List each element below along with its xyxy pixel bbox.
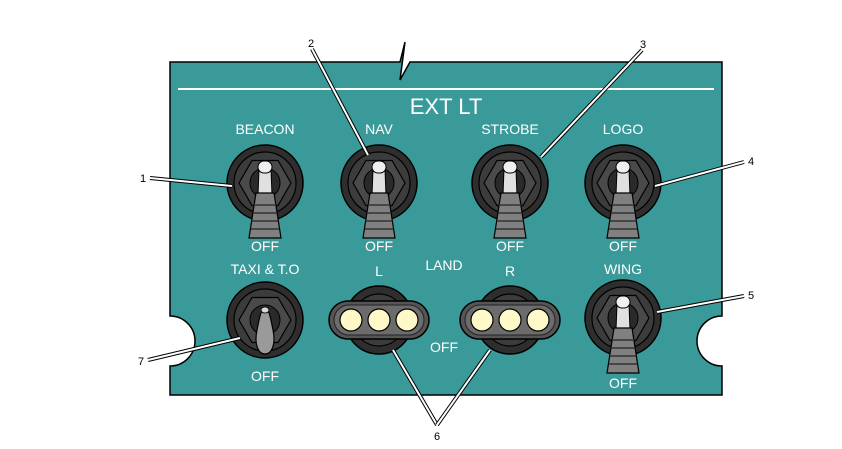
panel-body bbox=[169, 41, 723, 396]
leader-lines bbox=[147, 48, 745, 427]
taxi-switch[interactable] bbox=[226, 281, 304, 359]
logo-off-label: OFF bbox=[609, 238, 637, 254]
taxi-off-label: OFF bbox=[251, 368, 279, 384]
wing-label: WING bbox=[604, 261, 642, 277]
callout-2: 2 bbox=[308, 38, 314, 50]
land-off-label: OFF bbox=[430, 339, 458, 355]
panel-title: EXT LT bbox=[410, 94, 483, 119]
nav-off-label: OFF bbox=[365, 238, 393, 254]
callout-1: 1 bbox=[140, 173, 146, 185]
taxi-label: TAXI & T.O bbox=[231, 261, 300, 277]
strobe-off-label: OFF bbox=[496, 238, 524, 254]
beacon-label: BEACON bbox=[235, 121, 294, 137]
land-right-label: R bbox=[505, 263, 515, 279]
beacon-off-label: OFF bbox=[251, 238, 279, 254]
callout-5: 5 bbox=[748, 290, 754, 302]
strobe-label: STROBE bbox=[481, 121, 539, 137]
nav-label: NAV bbox=[365, 121, 393, 137]
land-left-label: L bbox=[375, 263, 383, 279]
logo-label: LOGO bbox=[603, 121, 644, 137]
wing-off-label: OFF bbox=[609, 375, 637, 391]
callout-3: 3 bbox=[640, 39, 646, 51]
land-label: LAND bbox=[425, 257, 462, 273]
callout-6: 6 bbox=[434, 431, 440, 443]
callout-4: 4 bbox=[748, 156, 754, 168]
callout-7: 7 bbox=[138, 356, 144, 368]
